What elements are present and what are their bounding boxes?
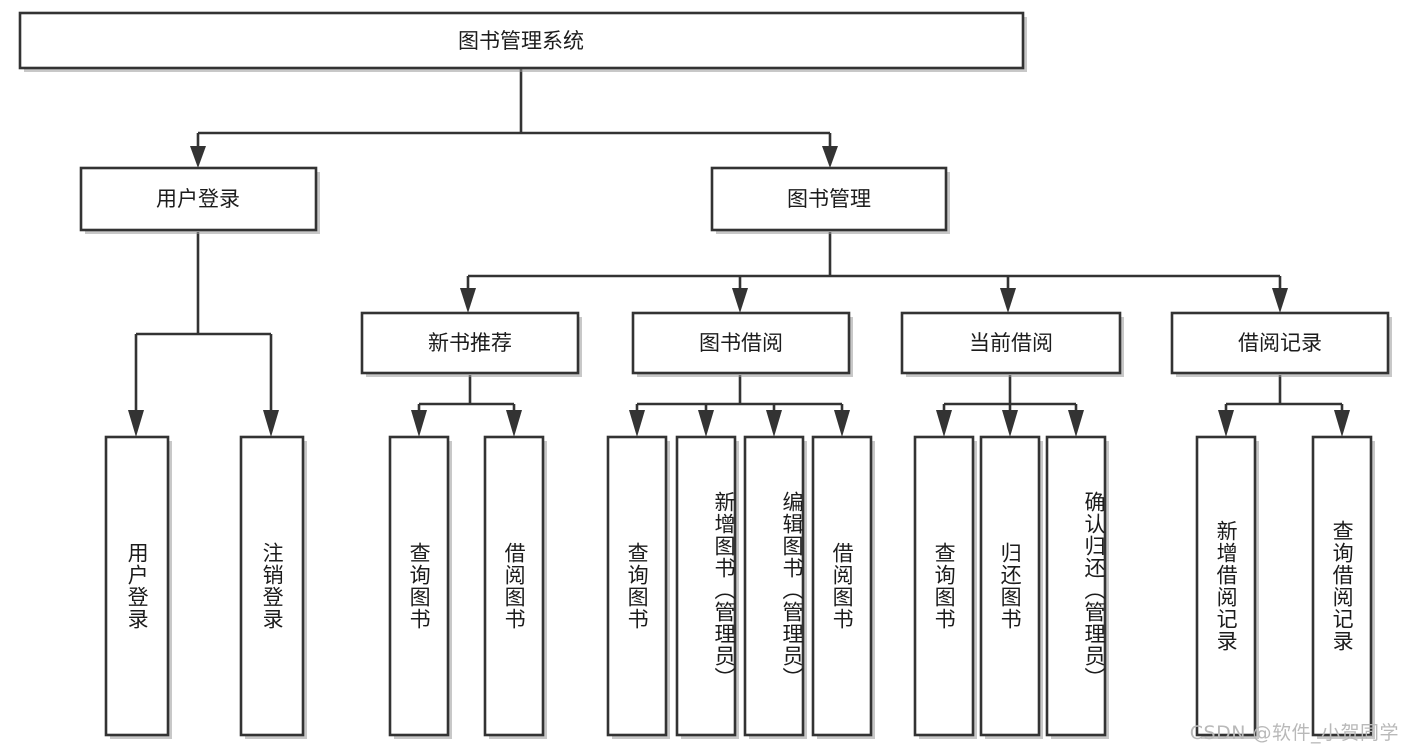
leaf-user-login-2-box[interactable] bbox=[239, 435, 305, 737]
node-book-borrow-label: 图书借阅 bbox=[699, 331, 783, 355]
arrow-head-currentborrow-leaf-2 bbox=[1002, 410, 1018, 437]
node-current-borrow-label: 当前借阅 bbox=[969, 331, 1053, 355]
arrow-head-book-borrow bbox=[732, 288, 748, 313]
leaf-bookborrow-2-box[interactable] bbox=[675, 435, 737, 737]
arrow-head-bookborrow-leaf-3 bbox=[766, 410, 782, 437]
leaf-user-login-1-box[interactable] bbox=[104, 435, 170, 737]
node-current-borrow-box[interactable] bbox=[900, 311, 1122, 375]
node-user-login-box[interactable] bbox=[79, 166, 318, 232]
node-book-borrow-box[interactable] bbox=[631, 311, 851, 375]
node-user-login-label: 用户登录 bbox=[156, 187, 240, 211]
leaf-borrowrecord-1-box[interactable] bbox=[1195, 435, 1257, 737]
arrow-head-bookborrow-leaf-4 bbox=[834, 410, 850, 437]
arrow-head-user-login-leaf-2 bbox=[263, 410, 279, 437]
arrow-head-borrowrecord-leaf-1 bbox=[1218, 410, 1234, 437]
arrow-head-bookborrow-leaf-2 bbox=[698, 410, 714, 437]
leaf-bookborrow-3-box[interactable] bbox=[743, 435, 805, 737]
arrow-head-user-login bbox=[190, 146, 206, 168]
arrow-head-currentborrow-leaf-1 bbox=[936, 410, 952, 437]
csdn-watermark: CSDN @软件_小贺同学 bbox=[1189, 722, 1399, 744]
arrow-head-bookborrow-leaf-1 bbox=[629, 410, 645, 437]
leaf-newbook-1-box[interactable] bbox=[388, 435, 450, 737]
node-layer: 图书管理系统 用户登录 图书管理 新书推荐 图书借阅 当前借阅 借阅记录 bbox=[18, 11, 1392, 739]
leaf-currentborrow-1-box[interactable] bbox=[913, 435, 975, 737]
leaf-currentborrow-2-box[interactable] bbox=[979, 435, 1041, 737]
connector-layer bbox=[128, 68, 1350, 437]
arrow-head-newbook-leaf-1 bbox=[411, 410, 427, 437]
node-new-book-recommend-label: 新书推荐 bbox=[428, 331, 512, 355]
node-book-mgmt-label: 图书管理 bbox=[787, 187, 871, 211]
node-root-box[interactable] bbox=[18, 11, 1025, 70]
node-borrow-record-box[interactable] bbox=[1170, 311, 1390, 375]
node-root-label: 图书管理系统 bbox=[458, 29, 584, 53]
leaf-bookborrow-4-box[interactable] bbox=[811, 435, 873, 737]
arrow-head-user-login-leaf-1 bbox=[128, 410, 144, 437]
arrow-head-current-borrow bbox=[1000, 288, 1016, 313]
leaf-bookborrow-1-box[interactable] bbox=[606, 435, 668, 737]
arrow-head-borrow-record bbox=[1272, 288, 1288, 313]
arrow-head-book-mgmt bbox=[822, 146, 838, 168]
node-book-mgmt-box[interactable] bbox=[710, 166, 948, 232]
node-new-book-recommend-box[interactable] bbox=[360, 311, 580, 375]
arrow-head-new-book-recommend bbox=[460, 288, 476, 313]
node-borrow-record-label: 借阅记录 bbox=[1238, 331, 1322, 355]
arrow-head-currentborrow-leaf-3 bbox=[1068, 410, 1084, 437]
leaf-borrowrecord-2-box[interactable] bbox=[1311, 435, 1373, 737]
leaf-newbook-2-box[interactable] bbox=[483, 435, 545, 737]
arrow-head-newbook-leaf-2 bbox=[506, 410, 522, 437]
leaf-currentborrow-3-box[interactable] bbox=[1045, 435, 1107, 737]
arrow-head-borrowrecord-leaf-2 bbox=[1334, 410, 1350, 437]
